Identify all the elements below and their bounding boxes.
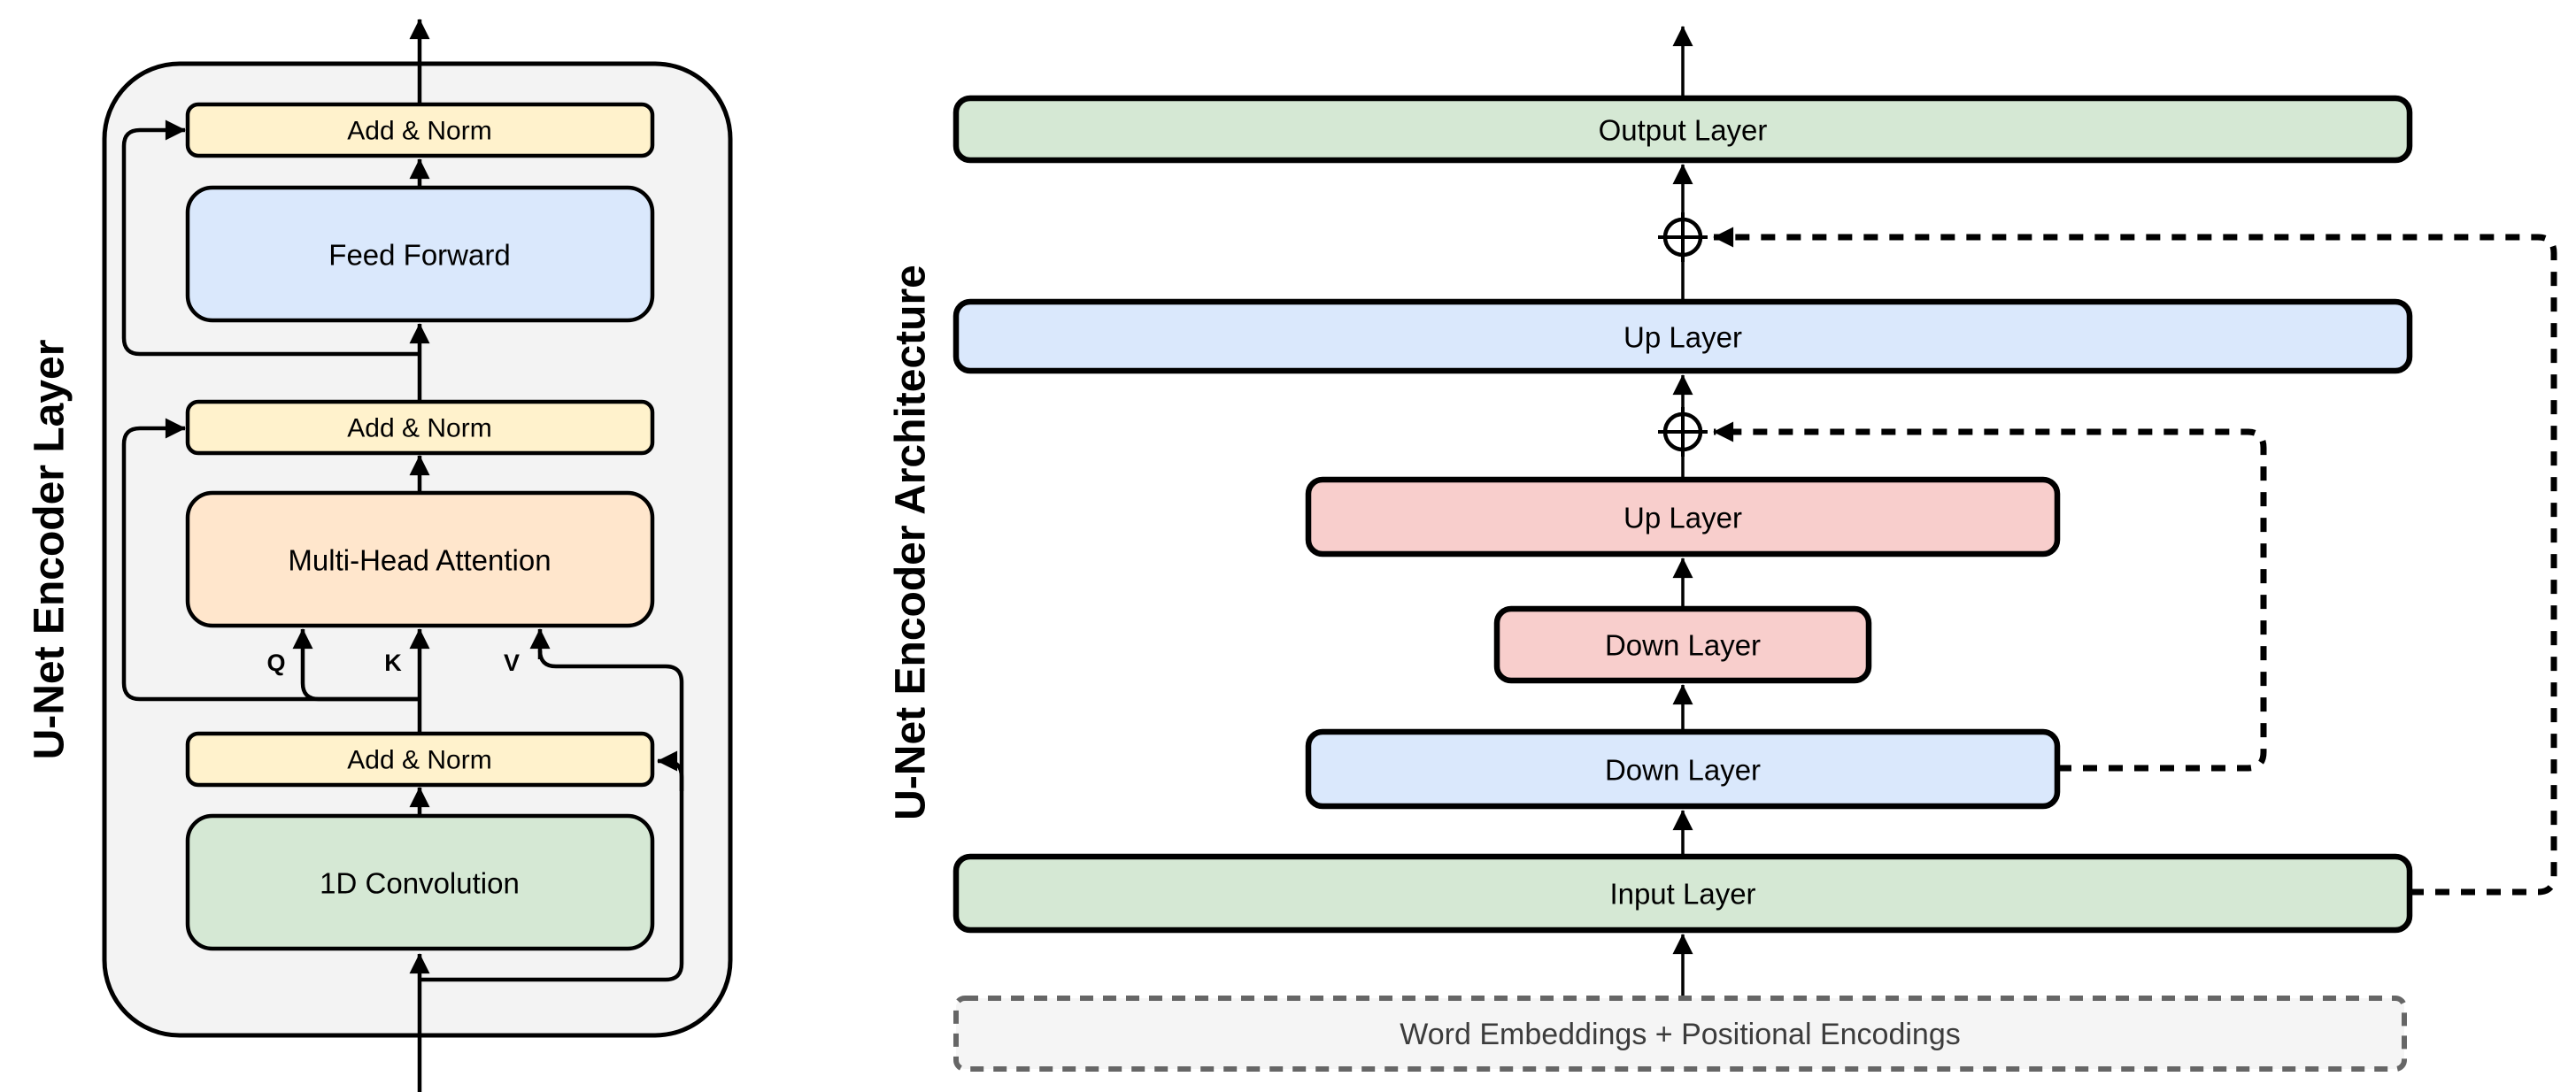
unet-encoder-layer-diagram: U-Net Encoder Layer Add & Norm Feed Forw… bbox=[27, 19, 733, 1092]
up-layer-wide-block bbox=[953, 298, 2413, 374]
down-layer-small-label: Down Layer bbox=[1605, 629, 1761, 662]
input-layer-label: Input Layer bbox=[1609, 878, 1755, 911]
query-label: Q bbox=[266, 650, 285, 676]
key-label: K bbox=[384, 650, 402, 676]
down-layer-small-block bbox=[1493, 605, 1872, 684]
word-embeddings-block bbox=[953, 996, 2407, 1072]
residual-addnorm-top bbox=[121, 119, 420, 357]
input-layer-block bbox=[953, 853, 2413, 934]
multi-head-attention-label: Multi-Head Attention bbox=[288, 544, 551, 577]
up-layer-medium-label: Up Layer bbox=[1623, 502, 1742, 534]
feed-forward-label: Feed Forward bbox=[328, 239, 510, 272]
input-copy-branch bbox=[420, 650, 684, 982]
word-embeddings-label: Word Embeddings + Positional Encodings bbox=[1400, 1018, 1960, 1051]
add-norm-mid-label: Add & Norm bbox=[347, 414, 491, 443]
down-layer-medium-block bbox=[1305, 728, 2061, 810]
circle-plus-icon bbox=[1658, 212, 1708, 262]
multi-head-attention-block bbox=[185, 490, 655, 628]
value-label: V bbox=[504, 650, 520, 676]
skip-connection-input-to-add1-dashed bbox=[1713, 227, 2557, 896]
output-layer-block bbox=[953, 95, 2413, 164]
left-diagram-title: U-Net Encoder Layer bbox=[27, 340, 73, 760]
arrow-residual-into-addnorm-bottom bbox=[657, 750, 684, 791]
add-norm-bottom-label: Add & Norm bbox=[347, 746, 491, 775]
add-norm-top-label: Add & Norm bbox=[347, 117, 491, 146]
right-diagram-title: U-Net Encoder Architecture bbox=[888, 265, 935, 820]
output-layer-label: Output Layer bbox=[1599, 114, 1768, 147]
conv1d-label: 1D Convolution bbox=[320, 867, 520, 900]
conv1d-block bbox=[185, 813, 655, 951]
add-norm-bottom-block bbox=[185, 731, 655, 788]
skip-connection-downblue-to-add2-dashed bbox=[1713, 421, 2267, 772]
circle-plus-icon bbox=[1658, 407, 1708, 457]
up-layer-medium-block bbox=[1305, 476, 2061, 558]
feed-forward-block bbox=[185, 185, 655, 323]
add-norm-top-block bbox=[185, 102, 655, 158]
residual-addnorm-mid bbox=[121, 418, 420, 702]
add-norm-mid-block bbox=[185, 399, 655, 456]
unet-encoder-architecture-diagram: U-Net Encoder Architecture Output Layer … bbox=[888, 26, 2557, 1072]
down-layer-medium-label: Down Layer bbox=[1605, 754, 1761, 787]
up-layer-wide-label: Up Layer bbox=[1623, 321, 1742, 354]
